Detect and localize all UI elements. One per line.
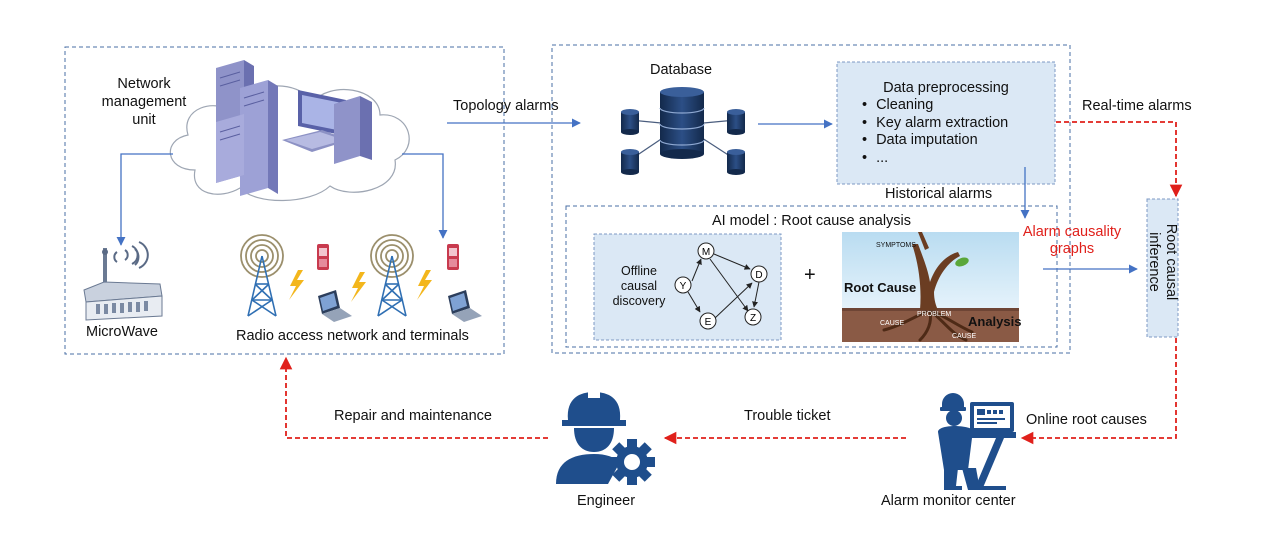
root-cause-label: Root Cause: [844, 280, 917, 295]
node-z: Z: [750, 313, 756, 324]
problem-label: PROBLEM: [917, 311, 952, 318]
processing-box: [551, 44, 1071, 354]
root-causal-inference-label: Root causal inference: [1146, 223, 1179, 301]
realtime-alarms-label: Real-time alarms: [1082, 98, 1192, 114]
engineer-label: Engineer: [577, 493, 636, 509]
lightning-icon: [351, 272, 366, 302]
alarm-causality-graphs-label: Alarm causality graphs: [1022, 224, 1122, 257]
cause-label: CAUSE: [880, 320, 905, 327]
online-root-causes-label: Online root causes: [1026, 412, 1147, 428]
symptoms-label: SYMPTOMS: [876, 242, 916, 249]
trouble-ticket-label: Trouble ticket: [744, 408, 831, 424]
historical-alarms-label: Historical alarms: [885, 186, 993, 202]
ai-model-title: AI model : Root cause analysis: [711, 213, 912, 229]
microwave-label: MicroWave: [86, 324, 158, 340]
network-management-unit-label: Network management unit: [101, 76, 187, 128]
laptop-icon: [318, 290, 352, 322]
preprocessing-list: Cleaning Key alarm extraction Data imput…: [862, 97, 1008, 167]
radio-tower-icon: [240, 234, 284, 317]
repair-maintenance-label: Repair and maintenance: [334, 408, 492, 424]
cause-label: CAUSE: [952, 333, 977, 340]
preprocessing-item: Data imputation: [862, 132, 1008, 150]
realtime-alarms-arrow: [1056, 121, 1183, 198]
node-y: Y: [680, 281, 687, 292]
root-cause-tree-image: [842, 232, 1019, 342]
engineer-icon: [556, 392, 655, 485]
laptop-icon: [448, 290, 482, 322]
cloud-shape: [169, 85, 410, 202]
server-cluster-icon: [216, 60, 372, 196]
mobile-phone-icon: [447, 244, 459, 270]
repair-maintenance-arrow: [279, 356, 548, 439]
preprocessing-title: Data preprocessing: [883, 80, 1009, 96]
lightning-icon: [289, 270, 304, 300]
alarm-monitor-operator-icon: [938, 393, 1016, 490]
ran-label: Radio access network and terminals: [236, 328, 469, 344]
radio-tower-icon: [370, 234, 414, 317]
inference-panel: [1146, 198, 1179, 338]
database-icon: [621, 87, 745, 175]
preprocessing-item: Cleaning: [862, 97, 1008, 115]
lightning-icon: [417, 270, 432, 300]
causal-graph: M Y D E Z: [674, 242, 768, 330]
preprocessing-item: Key alarm extraction: [862, 115, 1008, 133]
online-root-causes-arrow: [1020, 338, 1177, 445]
preprocessing-item: ...: [862, 150, 1008, 168]
nmu-to-ran-arrow: [402, 153, 448, 239]
network-box: [64, 46, 505, 355]
database-label: Database: [650, 62, 713, 78]
alarm-monitor-center-label: Alarm monitor center: [881, 493, 1016, 509]
node-m: M: [702, 247, 710, 258]
node-e: E: [705, 317, 712, 328]
nmu-to-microwave-arrow: [116, 153, 173, 246]
plus-sign: +: [804, 264, 816, 286]
microwave-device-icon: [83, 241, 163, 321]
ai-model-box: [565, 205, 1058, 348]
node-d: D: [755, 270, 762, 281]
mobile-phone-icon: [317, 244, 329, 270]
analysis-label: Analysis: [968, 314, 1022, 329]
offline-discovery-label: Offline causal discovery: [612, 264, 666, 308]
topology-alarms-label: Topology alarms: [453, 98, 559, 114]
